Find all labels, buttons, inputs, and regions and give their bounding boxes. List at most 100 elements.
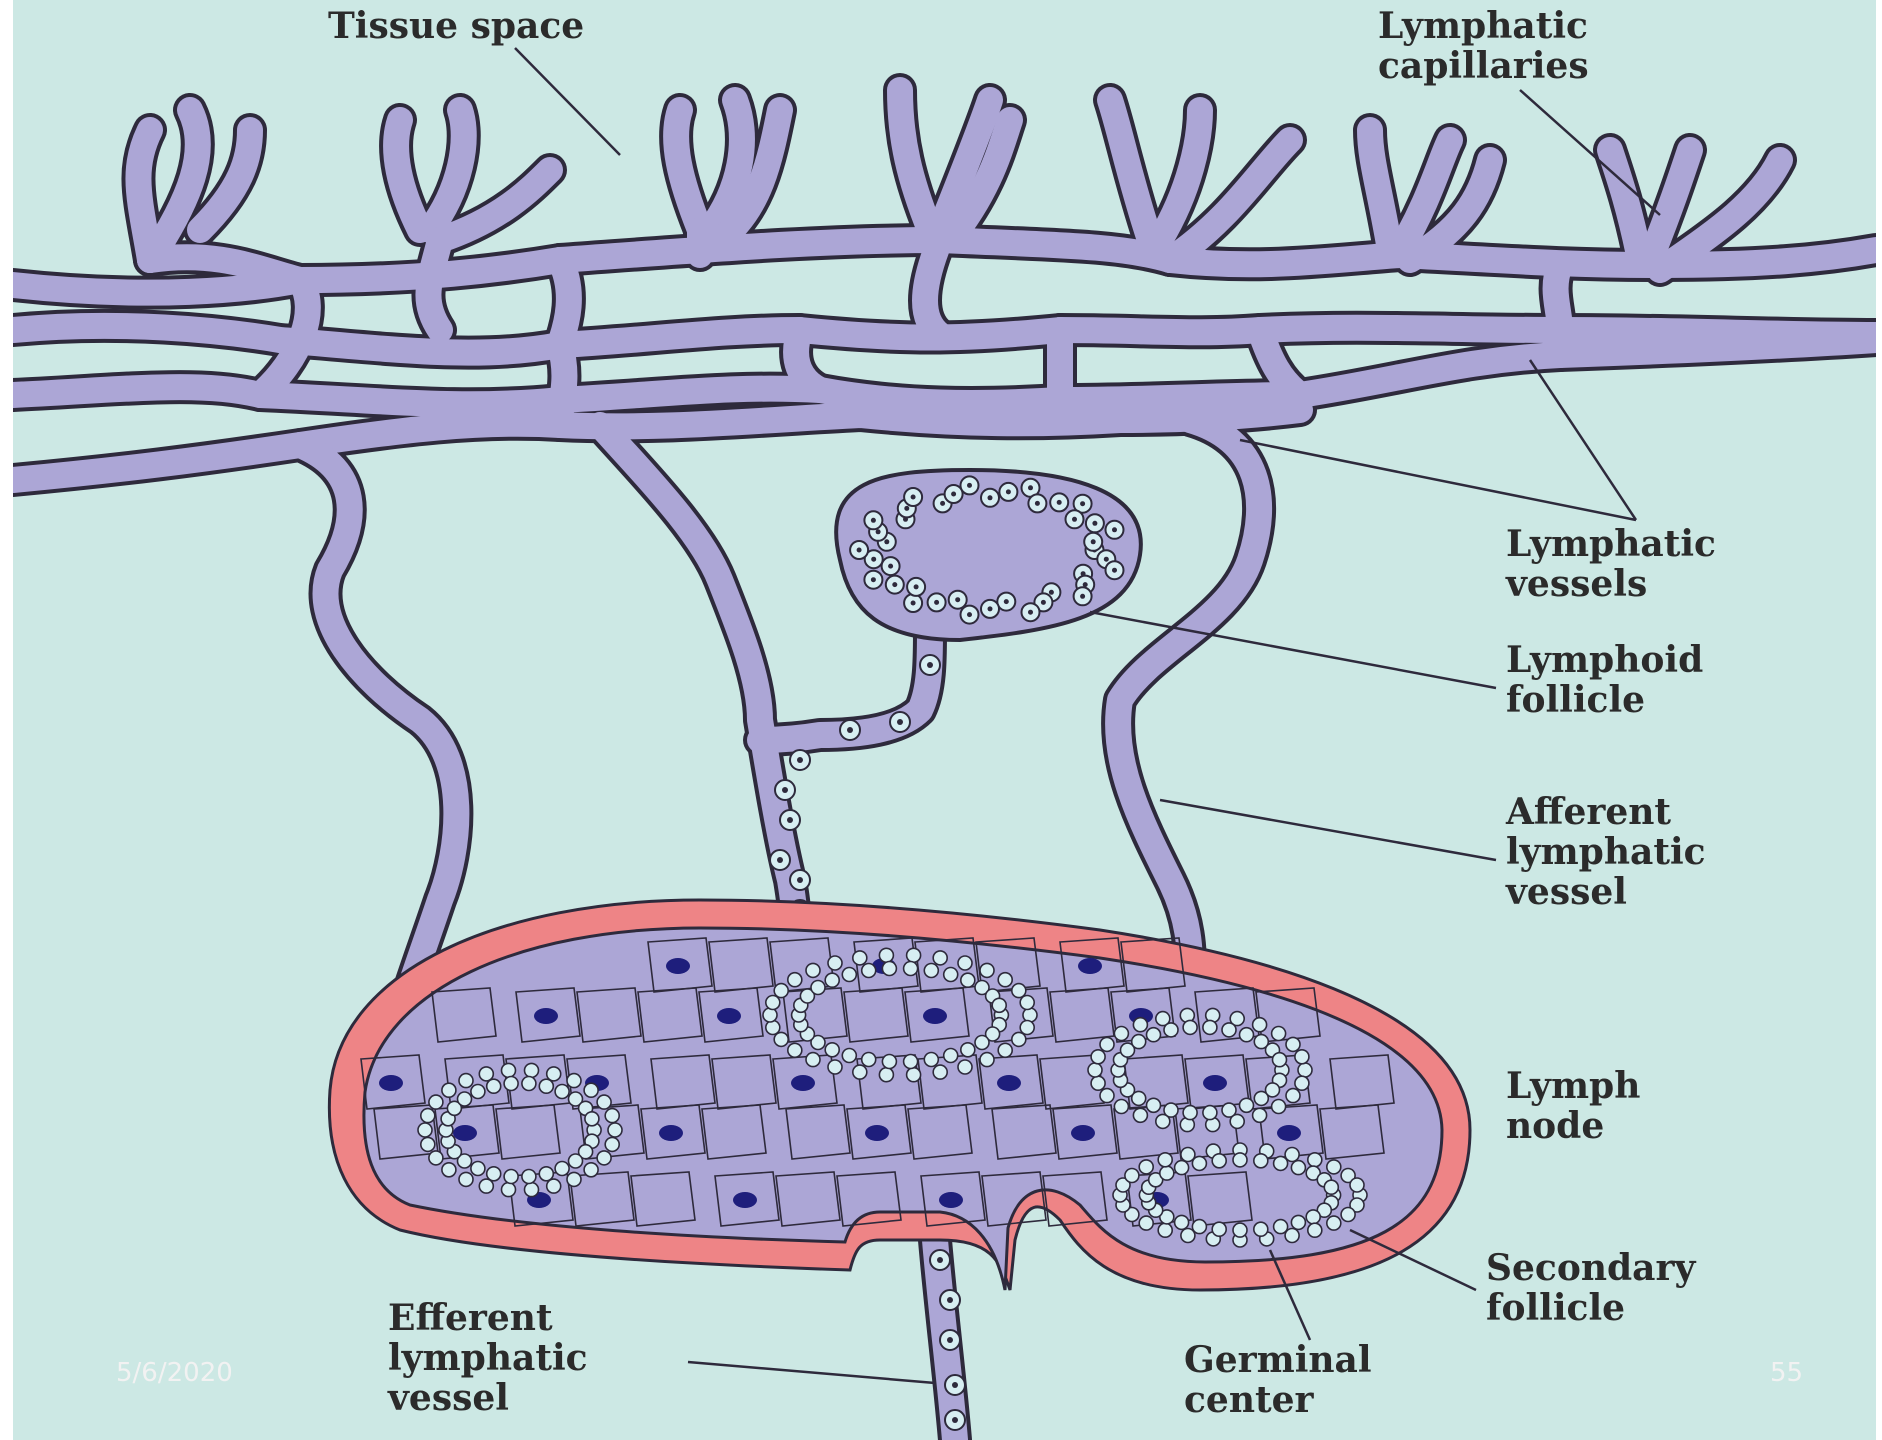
lymphoid-follicle-cell [933, 951, 947, 965]
secondary-follicle-cell [1139, 1160, 1153, 1174]
secondary-follicle-cell [502, 1063, 516, 1077]
lymphocyte-nucleus [1080, 594, 1085, 599]
secondary-follicle-cell [458, 1092, 472, 1106]
label-line: follicle [1506, 680, 1703, 720]
secondary-follicle-cell [1175, 1215, 1189, 1229]
lymphocyte-nucleus [1072, 517, 1077, 522]
lymphocyte-nucleus [1035, 501, 1040, 506]
lymphoid-follicle-cell [1100, 1089, 1114, 1103]
lymphoid-follicle-cell [1114, 1027, 1128, 1041]
lymphoid-follicle-cell [1240, 1028, 1254, 1042]
secondary-follicle-cell [525, 1063, 539, 1077]
secondary-follicle-cell [585, 1112, 599, 1126]
lymphocyte-nucleus [897, 719, 903, 725]
vessel-fill [925, 240, 940, 335]
vessel-fill [560, 260, 569, 425]
lymphocyte-nucleus [955, 597, 960, 602]
lymphoid-follicle-cell [806, 1053, 820, 1067]
lymphoid-follicle-cell [1164, 1023, 1178, 1037]
secondary-follicle-cell [522, 1170, 536, 1184]
label-tissue-space: Tissue space [328, 6, 584, 46]
secondary-follicle-cell [1125, 1169, 1139, 1183]
label-germinal-center: Germinal center [1184, 1340, 1372, 1420]
secondary-follicle-cell [539, 1079, 553, 1093]
lymphocyte-nucleus [857, 548, 862, 553]
dark-nucleus [791, 1075, 815, 1091]
secondary-follicle-cell [584, 1163, 598, 1177]
secondary-follicle-cell [421, 1109, 435, 1123]
lymphoid-follicle-cell [1088, 1063, 1102, 1077]
dark-nucleus [865, 1125, 889, 1141]
secondary-follicle-cell [1308, 1153, 1322, 1167]
secondary-follicle-cell [1254, 1222, 1268, 1236]
lymphoid-follicle-cell [961, 1043, 975, 1057]
secondary-follicle-cell [584, 1083, 598, 1097]
secondary-follicle-cell [429, 1151, 443, 1165]
dark-nucleus [659, 1125, 683, 1141]
lymphoid-follicle-cell [828, 956, 842, 970]
dark-nucleus [1078, 958, 1102, 974]
label-line: Secondary [1486, 1248, 1695, 1288]
lymphocyte-nucleus [951, 492, 956, 497]
lymphoid-follicle-cell [958, 1060, 972, 1074]
lymphoid-follicle-cell [788, 1043, 802, 1057]
secondary-follicle-cell [1212, 1154, 1226, 1168]
secondary-follicle-cell [442, 1163, 456, 1177]
label-line: Afferent [1506, 792, 1706, 832]
secondary-follicle-cell [1308, 1223, 1322, 1237]
lymphocyte-nucleus [1091, 539, 1096, 544]
lymphocyte-nucleus [1112, 568, 1117, 573]
secondary-follicle-cell [487, 1079, 501, 1093]
lymphoid-follicle-cell [1222, 1103, 1236, 1117]
lymphocyte-nucleus [927, 662, 933, 668]
lymphoid-follicle-cell [1133, 1108, 1147, 1122]
secondary-follicle-cell [525, 1183, 539, 1197]
dark-nucleus [733, 1192, 757, 1208]
secondary-follicle-cell [1233, 1153, 1247, 1167]
lymphoid-follicle-cell [1272, 1027, 1286, 1041]
secondary-follicle-cell [1158, 1153, 1172, 1167]
lymphoid-follicle-cell [904, 1055, 918, 1069]
label-line: Efferent [388, 1298, 588, 1338]
secondary-follicle-cell [555, 1085, 569, 1099]
lymphoid-follicle-cell [924, 1053, 938, 1067]
lymphocyte-nucleus [940, 501, 945, 506]
secondary-follicle-cell [502, 1183, 516, 1197]
lymphocyte-nucleus [797, 757, 803, 763]
label-secondary-follicle: Secondary follicle [1486, 1248, 1695, 1328]
secondary-follicle-cell [471, 1085, 485, 1099]
lymphoid-follicle-cell [958, 956, 972, 970]
lymphocyte-nucleus [1004, 599, 1009, 604]
lymphocyte-nucleus [1028, 610, 1033, 615]
lymphocyte-nucleus [1057, 500, 1062, 505]
secondary-follicle-cell [1233, 1223, 1247, 1237]
lymphoid-follicle-cell [1286, 1089, 1300, 1103]
secondary-follicle-cell [487, 1167, 501, 1181]
lymphoid-follicle-cell [825, 1043, 839, 1057]
lymphocyte-nucleus [967, 483, 972, 488]
lymphoid-follicle-cell [1091, 1076, 1105, 1090]
lymphocyte-nucleus [952, 1417, 958, 1423]
secondary-follicle-cell [1274, 1220, 1288, 1234]
dark-nucleus [534, 1008, 558, 1024]
lymphocyte-nucleus [937, 1257, 943, 1263]
secondary-follicle-cell [421, 1137, 435, 1151]
lymphoid-follicle-cell [1273, 1053, 1287, 1067]
label-line: vessel [388, 1378, 588, 1418]
lymphoid-follicle-cell [975, 1036, 989, 1050]
lymphoid-follicle-cell [1298, 1063, 1312, 1077]
secondary-follicle-cell [1254, 1154, 1268, 1168]
lymphoid-follicle-cell [825, 973, 839, 987]
secondary-follicle-cell [547, 1179, 561, 1193]
lymphocyte-nucleus [911, 601, 916, 606]
lymphoid-follicle-cell [828, 1060, 842, 1074]
label-tissue-space-line: Tissue space [328, 6, 584, 46]
lymphocyte-nucleus [892, 582, 897, 587]
secondary-follicle-cell [1291, 1215, 1305, 1229]
lymphocyte-nucleus [904, 506, 909, 511]
lymphoid-follicle-cell [1164, 1103, 1178, 1117]
lymphoid-follicle-cell [1020, 1021, 1034, 1035]
secondary-follicle-cell [605, 1109, 619, 1123]
lymphoid-follicle-cell [763, 1008, 777, 1022]
